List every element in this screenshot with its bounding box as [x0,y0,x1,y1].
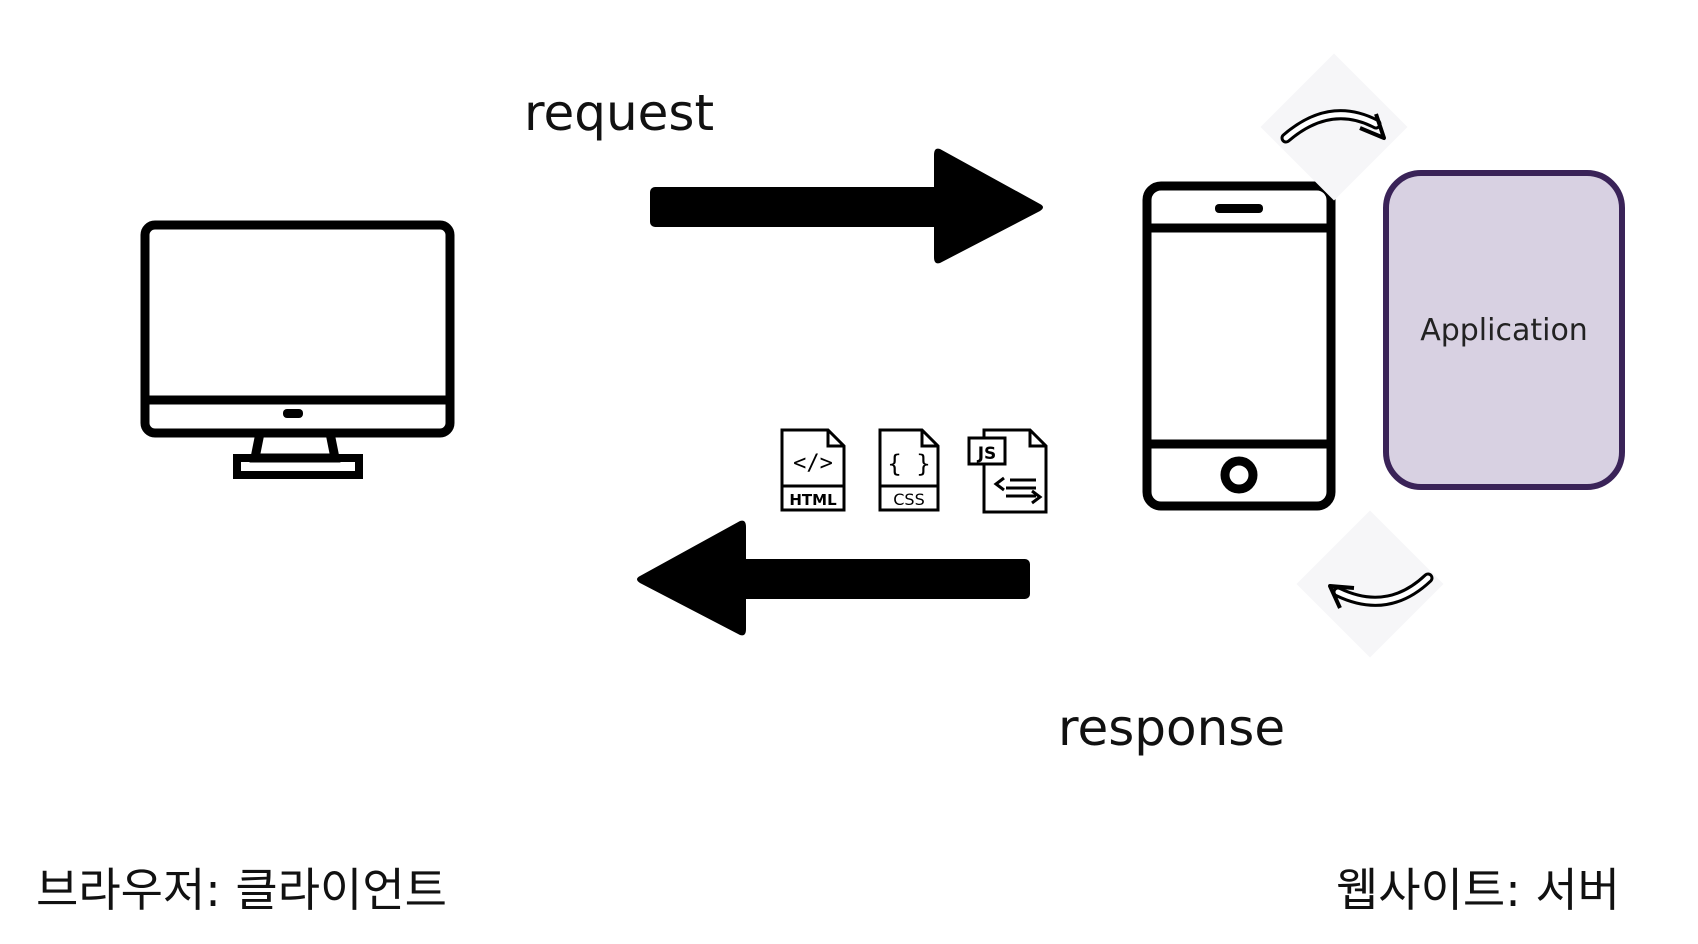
smartphone-icon [1142,181,1336,511]
js-file-label: JS [977,444,997,464]
request-label: request [524,84,715,142]
css-file-icon: { } CSS [878,428,940,512]
application-box: Application [1383,170,1625,490]
html-file-label: HTML [789,491,837,509]
application-label: Application [1420,312,1588,348]
response-label: response [1058,699,1286,757]
response-arrow [637,520,1030,636]
css-file-label: CSS [893,490,924,509]
monitor-icon [140,220,455,479]
cycle-arrow-icon [1328,572,1434,609]
request-arrow [650,148,1043,264]
css-glyph: { } [887,450,930,478]
html-glyph: </> [793,451,833,476]
server-label: 웹사이트: 서버 [1335,863,1620,917]
client-label: 브라우저: 클라이언트 [36,863,448,917]
cycle-arrow-icon [1280,109,1386,144]
js-file-icon: JS [967,428,1048,514]
html-file-icon: </> HTML [780,428,846,512]
